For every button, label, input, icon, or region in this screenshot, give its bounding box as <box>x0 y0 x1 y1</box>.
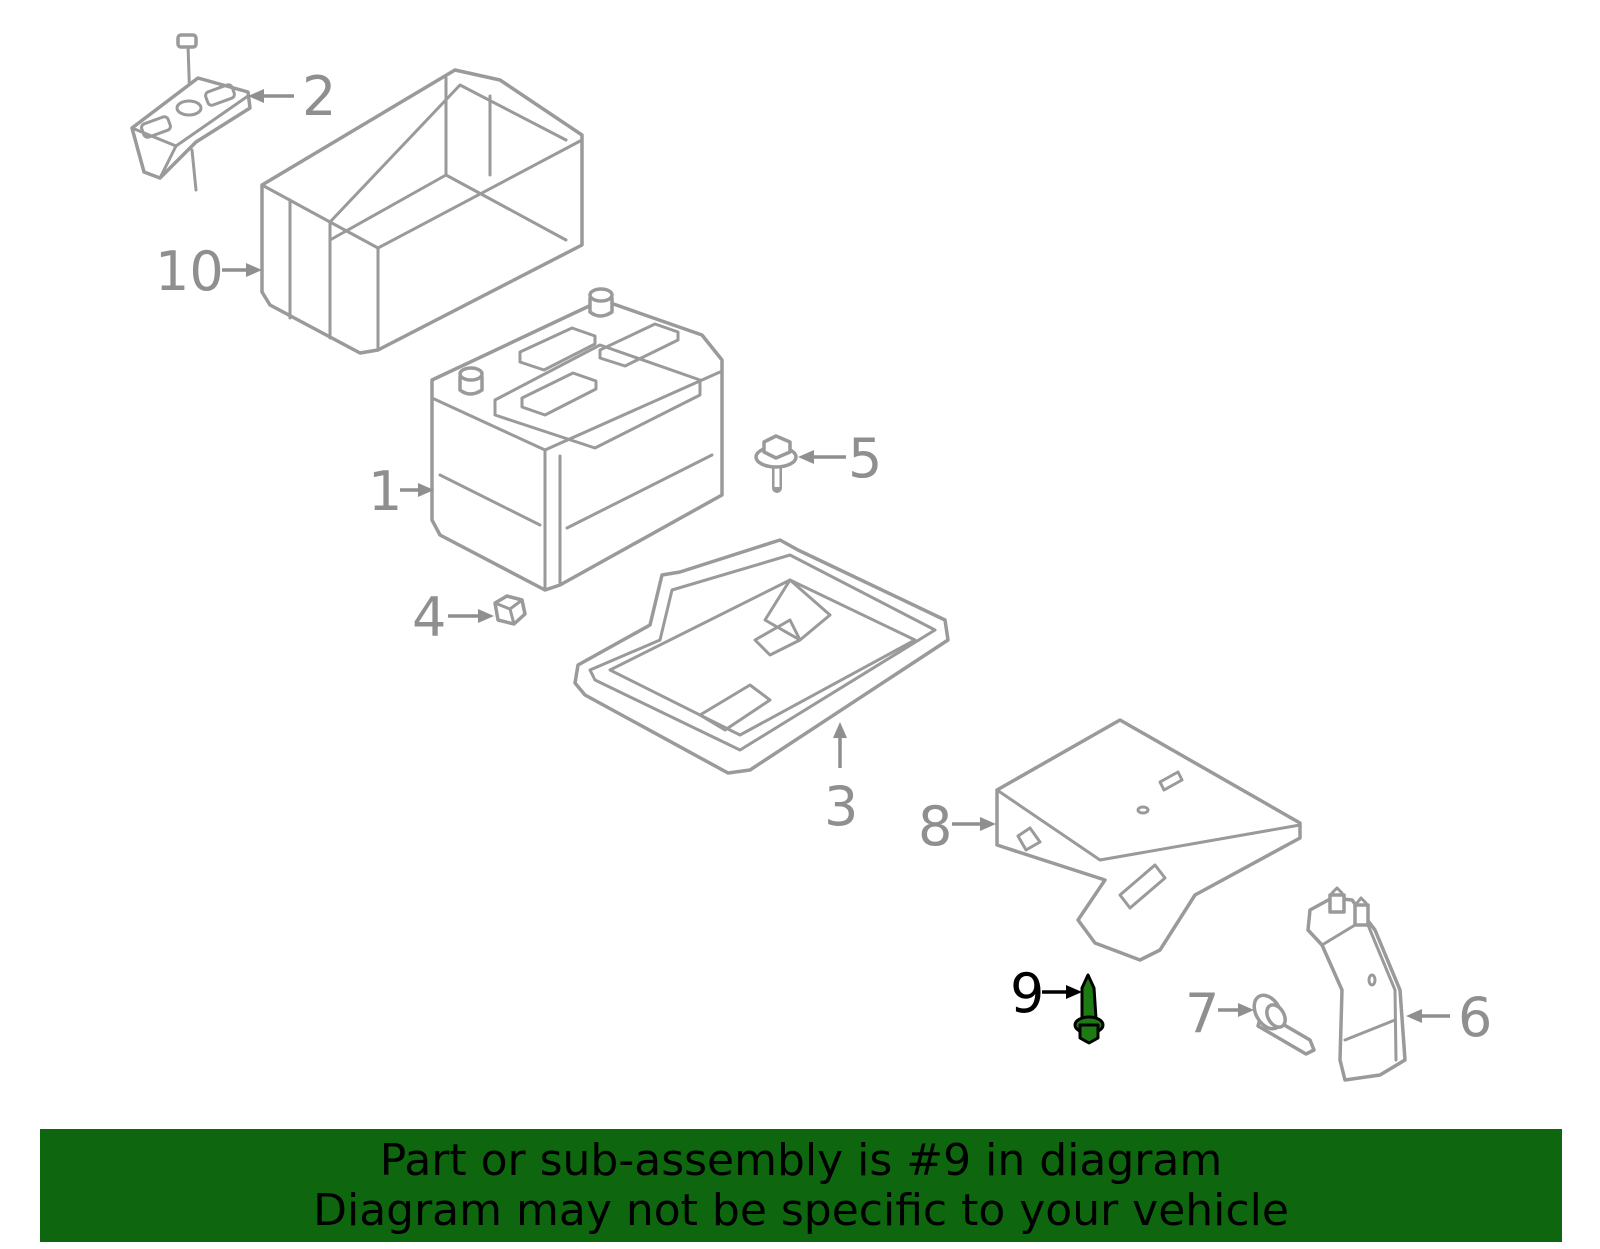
callout-3: 3 <box>824 722 858 838</box>
callout-2-label: 2 <box>302 65 336 128</box>
callout-1: 1 <box>368 460 434 523</box>
callout-5: 5 <box>798 427 882 490</box>
callout-10-label: 10 <box>155 240 224 303</box>
callout-2: 2 <box>248 65 336 128</box>
callout-4: 4 <box>412 586 494 649</box>
part-10-battery-box <box>260 68 584 355</box>
callout-8: 8 <box>918 795 996 858</box>
callout-7: 7 <box>1185 982 1254 1045</box>
callout-5-label: 5 <box>848 427 882 490</box>
banner-line-1: Part or sub-assembly is #9 in diagram <box>379 1134 1223 1186</box>
part-1-battery <box>430 287 724 592</box>
callout-9-label: 9 <box>1010 962 1044 1025</box>
callout-9: 9 <box>1010 962 1082 1025</box>
callout-10: 10 <box>155 240 262 303</box>
part-8-bracket <box>995 718 1302 962</box>
callout-1-label: 1 <box>368 460 402 523</box>
callout-6-label: 6 <box>1458 986 1492 1049</box>
parts-diagram: 2 10 1 5 4 3 8 9 7 6 <box>130 33 1492 1082</box>
part-5-bolt <box>754 434 798 493</box>
part-4-nut <box>493 594 527 626</box>
callout-3-label: 3 <box>824 775 858 838</box>
part-2-hold-down-clamp <box>130 33 252 192</box>
banner-line-2: Diagram may not be specific to your vehi… <box>313 1184 1289 1236</box>
part-7-bolt <box>1252 993 1316 1056</box>
callout-8-label: 8 <box>918 795 952 858</box>
callout-7-label: 7 <box>1185 982 1219 1045</box>
part-3-battery-tray <box>573 538 950 775</box>
callout-4-label: 4 <box>412 586 446 649</box>
info-banner: Part or sub-assembly is #9 in diagram Di… <box>40 1129 1562 1242</box>
callout-6: 6 <box>1406 986 1492 1049</box>
part-6-bracket <box>1306 886 1407 1082</box>
part-9-bolt <box>1073 973 1105 1045</box>
